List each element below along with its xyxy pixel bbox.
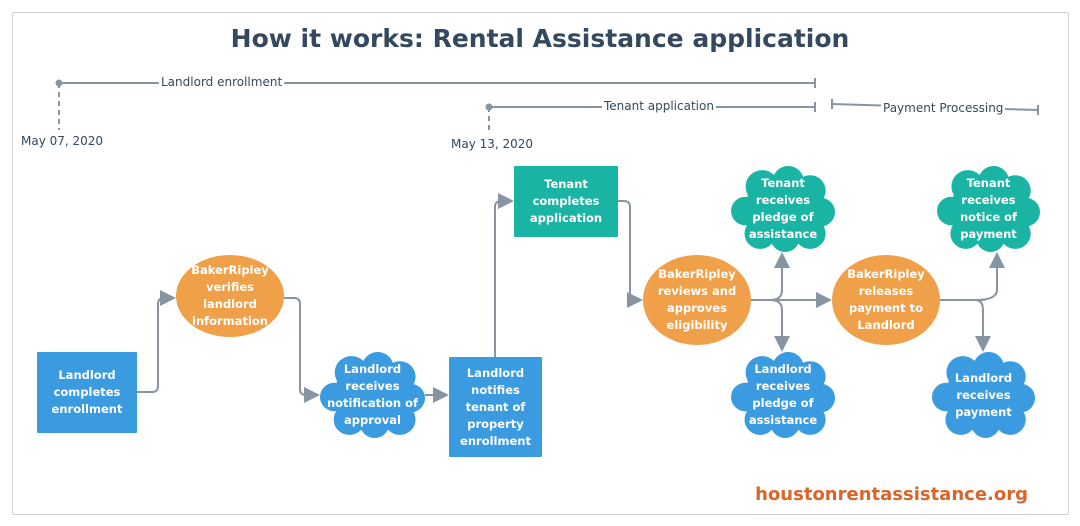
node-label: BakerRipley releases payment to Landlord — [847, 267, 925, 332]
timeline-label-landlord-enrollment: Landlord enrollment — [159, 75, 285, 89]
node-bakerripley-releases-payment: BakerRipley releases payment to Landlord — [832, 255, 940, 345]
node-label: Landlord receives payment — [954, 370, 1013, 419]
node-label: BakerRipley verifies landlord informatio… — [191, 263, 269, 328]
node-label: Tenant receives pledge of assistance — [748, 176, 818, 241]
node-landlord-receives-pledge: Landlord receives pledge of assistance — [731, 352, 835, 438]
timeline-label-payment-processing: Payment Processing — [881, 101, 1006, 115]
cloud-shape — [731, 166, 835, 252]
node-label: Landlord notifies tenant of property enr… — [460, 365, 531, 448]
cloud-shape — [937, 166, 1040, 252]
node-tenant-receives-notice: Tenant receives notice of payment — [937, 166, 1040, 252]
frame — [12, 12, 1069, 515]
diagram-title: How it works: Rental Assistance applicat… — [230, 24, 850, 53]
node-label: BakerRipley reviews and approves eligibi… — [657, 267, 737, 332]
node-label: Tenant completes application — [529, 177, 603, 225]
node-landlord-receives-approval: Landlord receives notification of approv… — [320, 352, 425, 438]
node-label: Tenant receives notice of payment — [959, 176, 1018, 241]
node-bakerripley-reviews: BakerRipley reviews and approves eligibi… — [643, 255, 751, 345]
node-label: Landlord receives notification of approv… — [326, 362, 419, 427]
footer-url: houstonrentassistance.org — [755, 484, 1028, 505]
node-label: Landlord completes enrollment — [51, 368, 123, 416]
node-landlord-receives-payment: Landlord receives payment — [932, 352, 1035, 438]
cloud-shape — [932, 352, 1035, 438]
node-landlord-notifies-tenant: Landlord notifies tenant of property enr… — [449, 357, 542, 457]
node-label: Landlord receives pledge of assistance — [748, 362, 818, 427]
node-bakerripley-verifies: BakerRipley verifies landlord informatio… — [176, 255, 284, 337]
date-tenant: May 13, 2020 — [451, 137, 534, 151]
node-tenant-completes-application: Tenant completes application — [514, 166, 618, 237]
timeline-label-tenant-application: Tenant application — [602, 99, 716, 113]
node-tenant-receives-pledge: Tenant receives pledge of assistance — [731, 166, 835, 252]
node-landlord-completes-enrollment: Landlord completes enrollment — [37, 352, 137, 433]
cloud-shape — [320, 352, 425, 438]
date-start: May 07, 2020 — [21, 134, 104, 148]
cloud-shape — [731, 352, 835, 438]
